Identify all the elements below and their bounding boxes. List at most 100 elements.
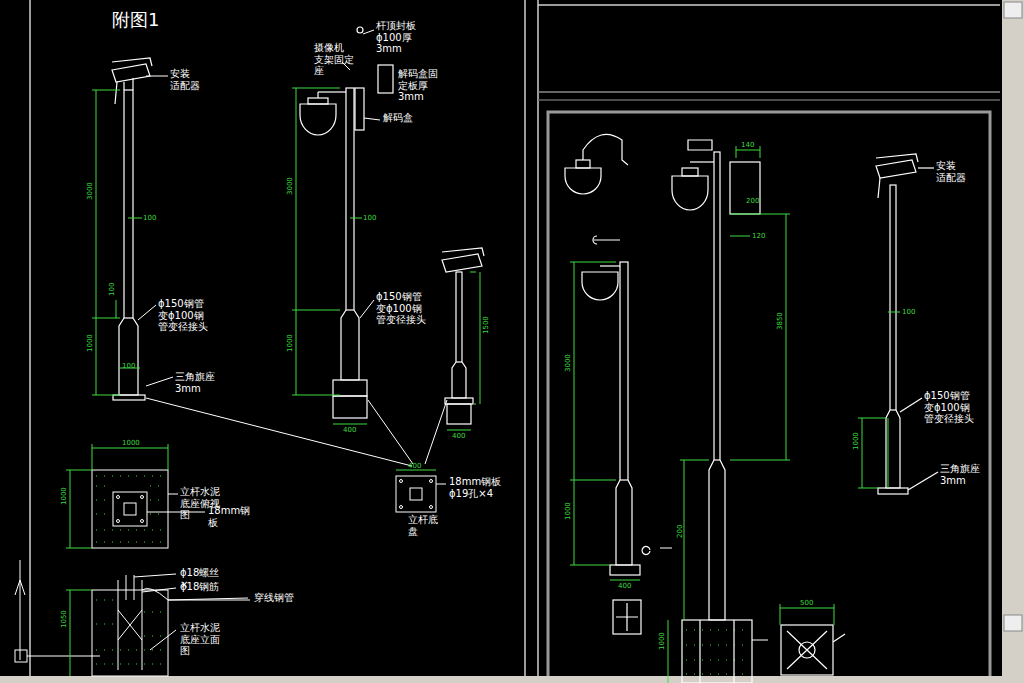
- dimension-text: 400: [343, 426, 356, 434]
- dimension-text: 1500: [482, 316, 490, 334]
- foundation: [124, 503, 136, 515]
- pole: [787, 631, 845, 669]
- base-plate: [396, 476, 436, 512]
- pole: [452, 362, 466, 398]
- base-plate: [400, 506, 403, 509]
- annotation-text: 安装 适配器: [170, 68, 200, 91]
- dimension-text: 1050: [60, 610, 68, 628]
- leader-line: [146, 76, 168, 77]
- dimension-line: [858, 418, 888, 488]
- dimension-text: 1000: [658, 632, 666, 650]
- dimension-text: 3850: [776, 312, 784, 330]
- pole: [447, 404, 471, 424]
- foundation: [142, 588, 176, 592]
- ucs-icon: [27, 656, 100, 657]
- leader-line: [146, 398, 412, 466]
- foundation: [168, 494, 178, 495]
- foundation: [92, 470, 168, 548]
- ucs-icon: [15, 580, 25, 595]
- pole: [112, 58, 152, 66]
- ucs-icon: [15, 650, 27, 662]
- annotation-text: ϕ150钢管 变ϕ100钢 管变径接头: [924, 390, 974, 425]
- frame-line: [538, 99, 1000, 101]
- pole: [124, 78, 133, 90]
- leader-line: [360, 300, 374, 318]
- foundation: [117, 496, 120, 499]
- base-plate: [436, 484, 446, 485]
- pole: [918, 167, 934, 168]
- base-plate: [396, 476, 446, 512]
- concrete-hatch: [96, 476, 164, 542]
- concrete-hatch: [96, 476, 748, 674]
- annotation-text: 立杆底 盘: [408, 514, 438, 537]
- pole: [682, 168, 698, 176]
- base-plate: [410, 488, 422, 500]
- dimension-line: [116, 218, 142, 318]
- foundation: [118, 580, 142, 670]
- annotation-text: 三角旗座 3mm: [940, 463, 980, 486]
- dimension-text: 500: [800, 599, 813, 607]
- annotation-text: ϕ150钢管 变ϕ100钢 管变径接头: [158, 298, 208, 333]
- dimension-text: 200: [746, 197, 759, 205]
- pole: [690, 161, 714, 162]
- pole: [582, 272, 618, 300]
- dimension-line: [730, 146, 790, 460]
- pole: [600, 265, 620, 266]
- pole: [119, 318, 138, 395]
- dimension-line: [888, 312, 900, 313]
- pole: [876, 154, 918, 162]
- scrollbar: [0, 676, 1002, 683]
- dimension-text: 140: [741, 141, 754, 149]
- ucs-icon: [20, 560, 21, 660]
- annotation-text: ϕ150钢管 变ϕ100钢 管变径接头: [376, 291, 426, 326]
- dimension-line: [66, 590, 92, 676]
- annotation-text: 立杆水泥 底座立面 图: [180, 622, 220, 657]
- dimension-line: [66, 470, 92, 548]
- pole: [709, 460, 725, 620]
- frame-line: [524, 0, 526, 683]
- pole: [308, 98, 328, 104]
- leader-line: [363, 30, 374, 34]
- dimension-text: 400: [408, 462, 421, 470]
- camera-icon: [565, 134, 712, 554]
- dimension-text: 1000: [86, 334, 94, 352]
- concrete-hatch: [686, 630, 748, 674]
- frame-line: [538, 91, 1000, 93]
- annotation-text: 摄像机 支架固定 座: [314, 42, 354, 77]
- drawing-title: 附图1: [112, 10, 159, 31]
- dimension-text: 400: [452, 432, 465, 440]
- camera-icon: [642, 546, 672, 554]
- dimension-text: 120: [752, 232, 765, 240]
- dimension-text: 400: [618, 582, 631, 590]
- pole: [730, 162, 760, 214]
- dimension-line: [680, 460, 709, 620]
- pole: [700, 620, 768, 683]
- pole: [610, 565, 640, 575]
- camera-icon: [593, 236, 620, 244]
- dimension-line: [350, 218, 362, 219]
- foundation: [141, 496, 144, 499]
- annotation-text: 杆顶封板 ϕ100厚 3mm: [376, 20, 416, 55]
- foundation: [147, 512, 205, 513]
- annotation-text: 穿线钢管: [254, 592, 294, 604]
- pole: [378, 65, 393, 93]
- foundation: [150, 630, 176, 650]
- dimension-text: 1000: [60, 487, 68, 505]
- pole: [346, 88, 354, 310]
- dimension-text: 100: [143, 214, 156, 222]
- leader-line: [425, 400, 447, 464]
- foundation: [92, 590, 168, 676]
- dimension-line: [333, 272, 480, 430]
- foundation: [113, 492, 147, 526]
- dimension-text: 100: [363, 214, 376, 222]
- pole: [442, 248, 484, 424]
- dimension-text: 1000: [122, 439, 140, 447]
- pole: [357, 27, 363, 33]
- base-plate: [430, 480, 433, 483]
- ucs-icon: [15, 560, 100, 662]
- annotation-text: 18mm钢板 ϕ19孔×4: [449, 476, 501, 499]
- dimension-text: 100: [108, 283, 116, 296]
- foundation: [117, 520, 120, 523]
- pole: [300, 27, 393, 418]
- dimension-text: 100: [122, 362, 135, 370]
